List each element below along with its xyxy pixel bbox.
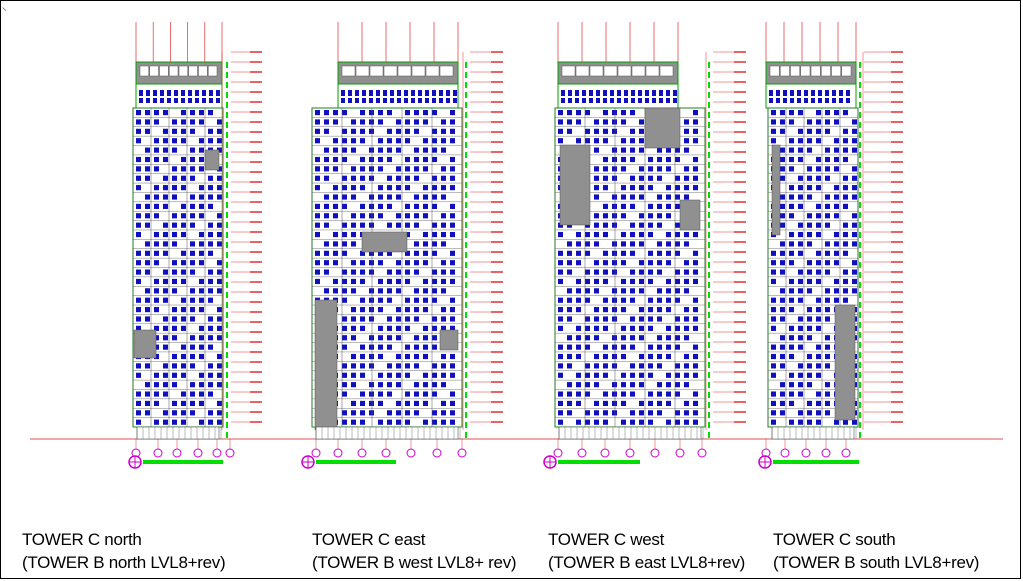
axis-bubble: [697, 448, 707, 458]
axis-bubble: [432, 448, 442, 458]
axis-bubble: [780, 448, 790, 458]
axis-bubble: [212, 448, 222, 458]
axis-bubble: [457, 448, 467, 458]
caption-south: TOWER C south (TOWER B south LVL8+rev): [773, 528, 979, 574]
corner-tick: ⸜: [2, 2, 7, 12]
caption-west-title: TOWER C west: [548, 530, 665, 549]
axis-bubble: [406, 448, 416, 458]
axis-bubble: [675, 448, 685, 458]
axis-bubble: [381, 448, 391, 458]
caption-south-subtitle: (TOWER B south LVL8+rev): [773, 553, 980, 572]
tower-east: [301, 22, 503, 469]
scale-bar: [558, 460, 640, 464]
caption-south-title: TOWER C south: [773, 530, 896, 549]
tower-south: [758, 22, 903, 469]
caption-east-subtitle: (TOWER B west LVL8+ rev): [312, 553, 517, 572]
caption-east: TOWER C east (TOWER B west LVL8+ rev): [312, 528, 517, 574]
axis-bubble: [311, 448, 321, 458]
caption-north-subtitle: (TOWER B north LVL8+rev): [22, 553, 226, 572]
axis-bubble: [225, 448, 235, 458]
axis-bubble: [821, 448, 831, 458]
caption-west-subtitle: (TOWER B east LVL8+rev): [548, 553, 746, 572]
tower-west: [543, 22, 746, 469]
axis-bubble: [333, 448, 343, 458]
base-north: [136, 426, 220, 440]
axis-bubble: [193, 448, 203, 458]
axis-bubble: [172, 448, 182, 458]
axis-bubble: [600, 448, 610, 458]
axis-bubble: [553, 448, 563, 458]
scale-bar: [316, 460, 396, 464]
caption-north: TOWER C north (TOWER B north LVL8+rev): [22, 528, 226, 574]
scale-bar: [143, 460, 223, 464]
elevation-drawing: [30, 22, 1003, 469]
axis-bubble: [650, 448, 660, 458]
axis-bubble: [357, 448, 367, 458]
axis-bubble: [153, 448, 163, 458]
axis-bubble: [801, 448, 811, 458]
base-east: [315, 426, 459, 440]
scale-bar: [773, 460, 859, 464]
base-south: [771, 426, 855, 440]
axis-bubble: [625, 448, 635, 458]
tower-elevations: [128, 22, 903, 469]
axis-bubble: [577, 448, 587, 458]
caption-west: TOWER C west (TOWER B east LVL8+rev): [548, 528, 745, 574]
axis-bubble: [841, 448, 851, 458]
tower-north: [128, 22, 262, 469]
caption-north-title: TOWER C north: [22, 530, 142, 549]
caption-east-title: TOWER C east: [312, 530, 426, 549]
base-west: [558, 426, 702, 440]
